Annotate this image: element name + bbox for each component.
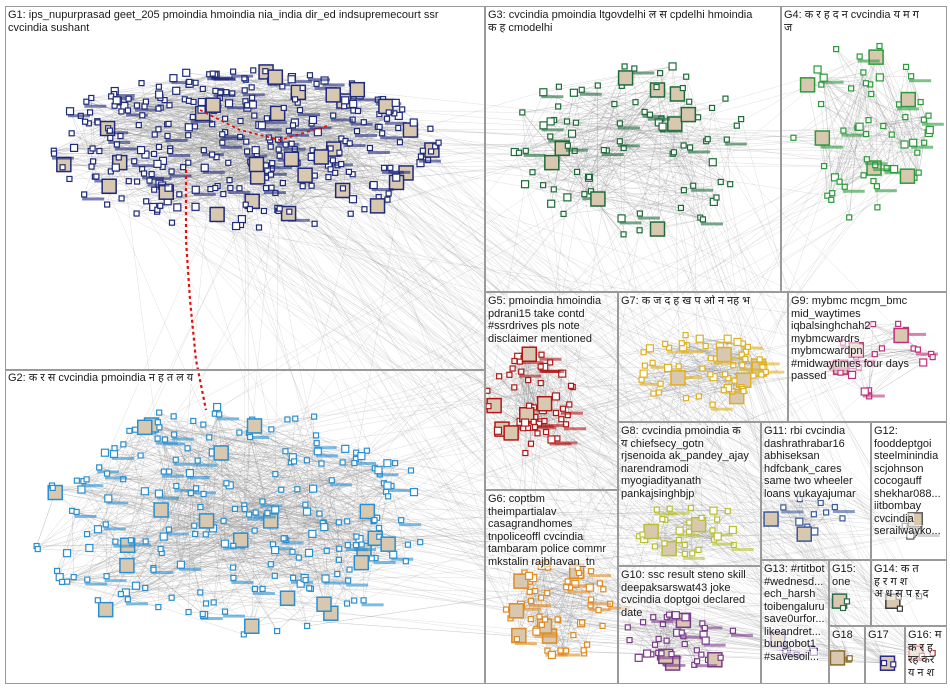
group-box-g9 <box>788 292 947 422</box>
group-box-g15 <box>829 560 871 626</box>
group-box-g14 <box>871 560 947 626</box>
group-box-g4 <box>781 6 947 292</box>
group-box-g16 <box>905 626 947 684</box>
group-box-g11 <box>761 422 871 560</box>
group-box-g1 <box>5 6 485 370</box>
group-box-g17 <box>865 626 905 684</box>
group-box-g13 <box>761 560 829 684</box>
group-box-g5 <box>485 292 618 490</box>
group-box-g10 <box>618 566 761 684</box>
group-box-g18 <box>829 626 865 684</box>
group-box-g12 <box>871 422 947 560</box>
group-box-g2 <box>5 370 485 684</box>
group-box-g6 <box>485 490 618 684</box>
group-box-g3 <box>485 6 781 292</box>
group-box-g7 <box>618 292 788 422</box>
group-box-g8 <box>618 422 761 566</box>
